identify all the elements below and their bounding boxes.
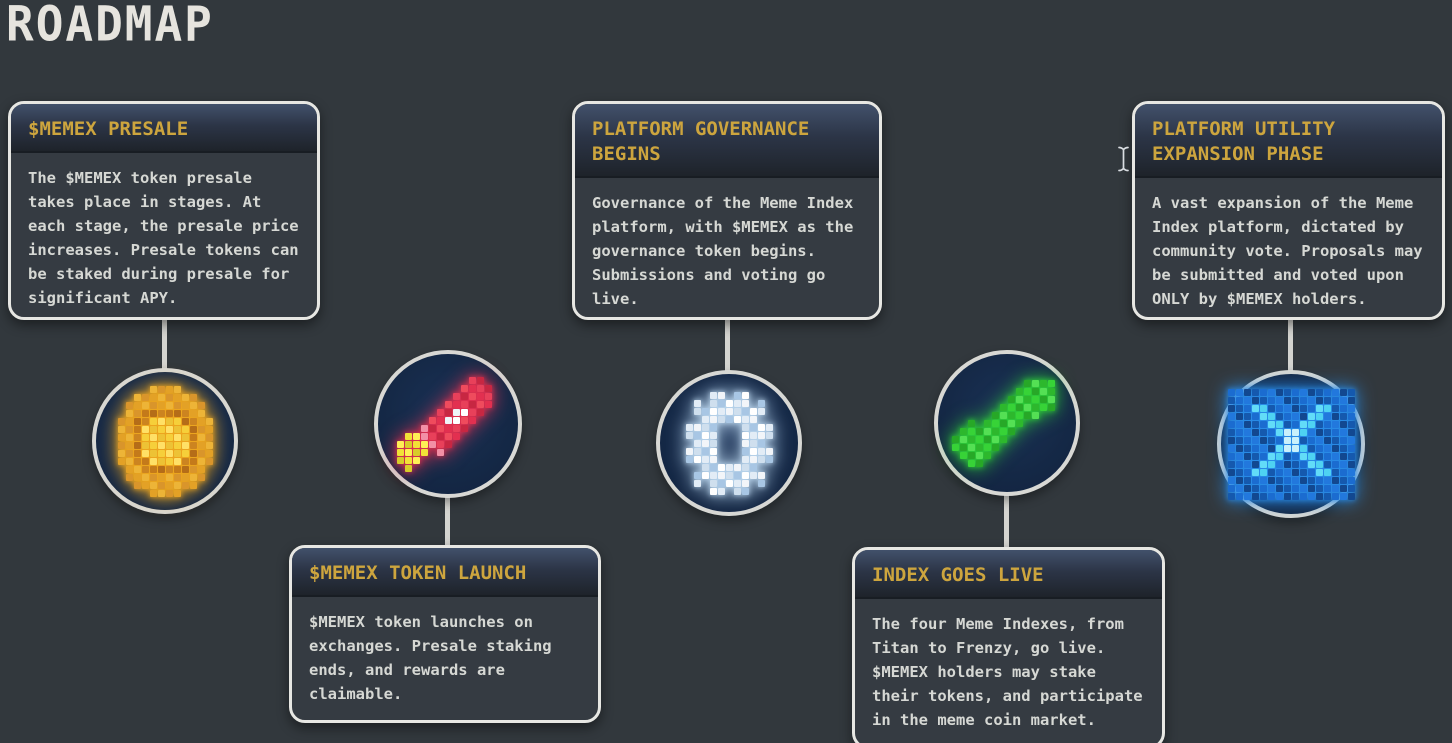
card-body: $MEMEX token launches on exchanges. Pres… bbox=[292, 597, 598, 720]
milestone-title: PLATFORM UTILITY EXPANSION PHASE bbox=[1152, 118, 1336, 165]
milestone-description: A vast expansion of the Meme Index platf… bbox=[1152, 194, 1423, 308]
chart-up-arrow-icon bbox=[951, 379, 1063, 467]
connector-line bbox=[725, 318, 730, 374]
memex-x-logo-icon bbox=[1227, 388, 1355, 500]
connector-line bbox=[445, 494, 450, 549]
milestone-description: The $MEMEX token presale takes place in … bbox=[28, 169, 299, 307]
card-header: $MEMEX TOKEN LAUNCH bbox=[292, 548, 598, 597]
milestone-card-governance: PLATFORM GOVERNANCE BEGINS Governance of… bbox=[572, 101, 882, 320]
connector-line bbox=[1288, 318, 1293, 374]
card-body: Governance of the Meme Index platform, w… bbox=[575, 178, 879, 317]
milestone-circle-presale bbox=[92, 368, 238, 514]
milestone-circle-utility-expansion bbox=[1217, 370, 1365, 518]
connector-line bbox=[1004, 492, 1009, 551]
page-title: ROADMAP bbox=[6, 0, 214, 53]
card-header: PLATFORM UTILITY EXPANSION PHASE bbox=[1135, 104, 1442, 178]
rocket-icon bbox=[396, 376, 500, 472]
milestone-card-token-launch: $MEMEX TOKEN LAUNCH $MEMEX token launche… bbox=[289, 545, 601, 723]
card-header: INDEX GOES LIVE bbox=[855, 550, 1162, 599]
milestone-title: $MEMEX PRESALE bbox=[28, 118, 189, 140]
card-body: A vast expansion of the Meme Index platf… bbox=[1135, 178, 1442, 317]
milestone-description: The four Meme Indexes, from Titan to Fre… bbox=[872, 615, 1143, 729]
ibeam-cursor-icon bbox=[1116, 146, 1131, 176]
gear-icon bbox=[678, 391, 781, 495]
connector-line bbox=[162, 318, 167, 372]
card-body: The $MEMEX token presale takes place in … bbox=[11, 153, 317, 317]
milestone-title: INDEX GOES LIVE bbox=[872, 564, 1044, 586]
card-header: $MEMEX PRESALE bbox=[11, 104, 317, 153]
milestone-card-utility-expansion: PLATFORM UTILITY EXPANSION PHASE A vast … bbox=[1132, 101, 1445, 320]
milestone-description: $MEMEX token launches on exchanges. Pres… bbox=[309, 613, 552, 703]
milestone-card-presale: $MEMEX PRESALE The $MEMEX token presale … bbox=[8, 101, 320, 320]
milestone-description: Governance of the Meme Index platform, w… bbox=[592, 194, 854, 308]
card-body: The four Meme Indexes, from Titan to Fre… bbox=[855, 599, 1162, 743]
milestone-title: PLATFORM GOVERNANCE BEGINS bbox=[592, 118, 810, 165]
milestone-circle-index-live bbox=[934, 350, 1080, 496]
milestone-card-index-live: INDEX GOES LIVE The four Meme Indexes, f… bbox=[852, 547, 1165, 743]
card-header: PLATFORM GOVERNANCE BEGINS bbox=[575, 104, 879, 178]
milestone-circle-governance bbox=[656, 370, 802, 516]
milestone-circle-token-launch bbox=[374, 350, 522, 498]
gold-coin-icon bbox=[117, 385, 213, 497]
milestone-title: $MEMEX TOKEN LAUNCH bbox=[309, 562, 527, 584]
